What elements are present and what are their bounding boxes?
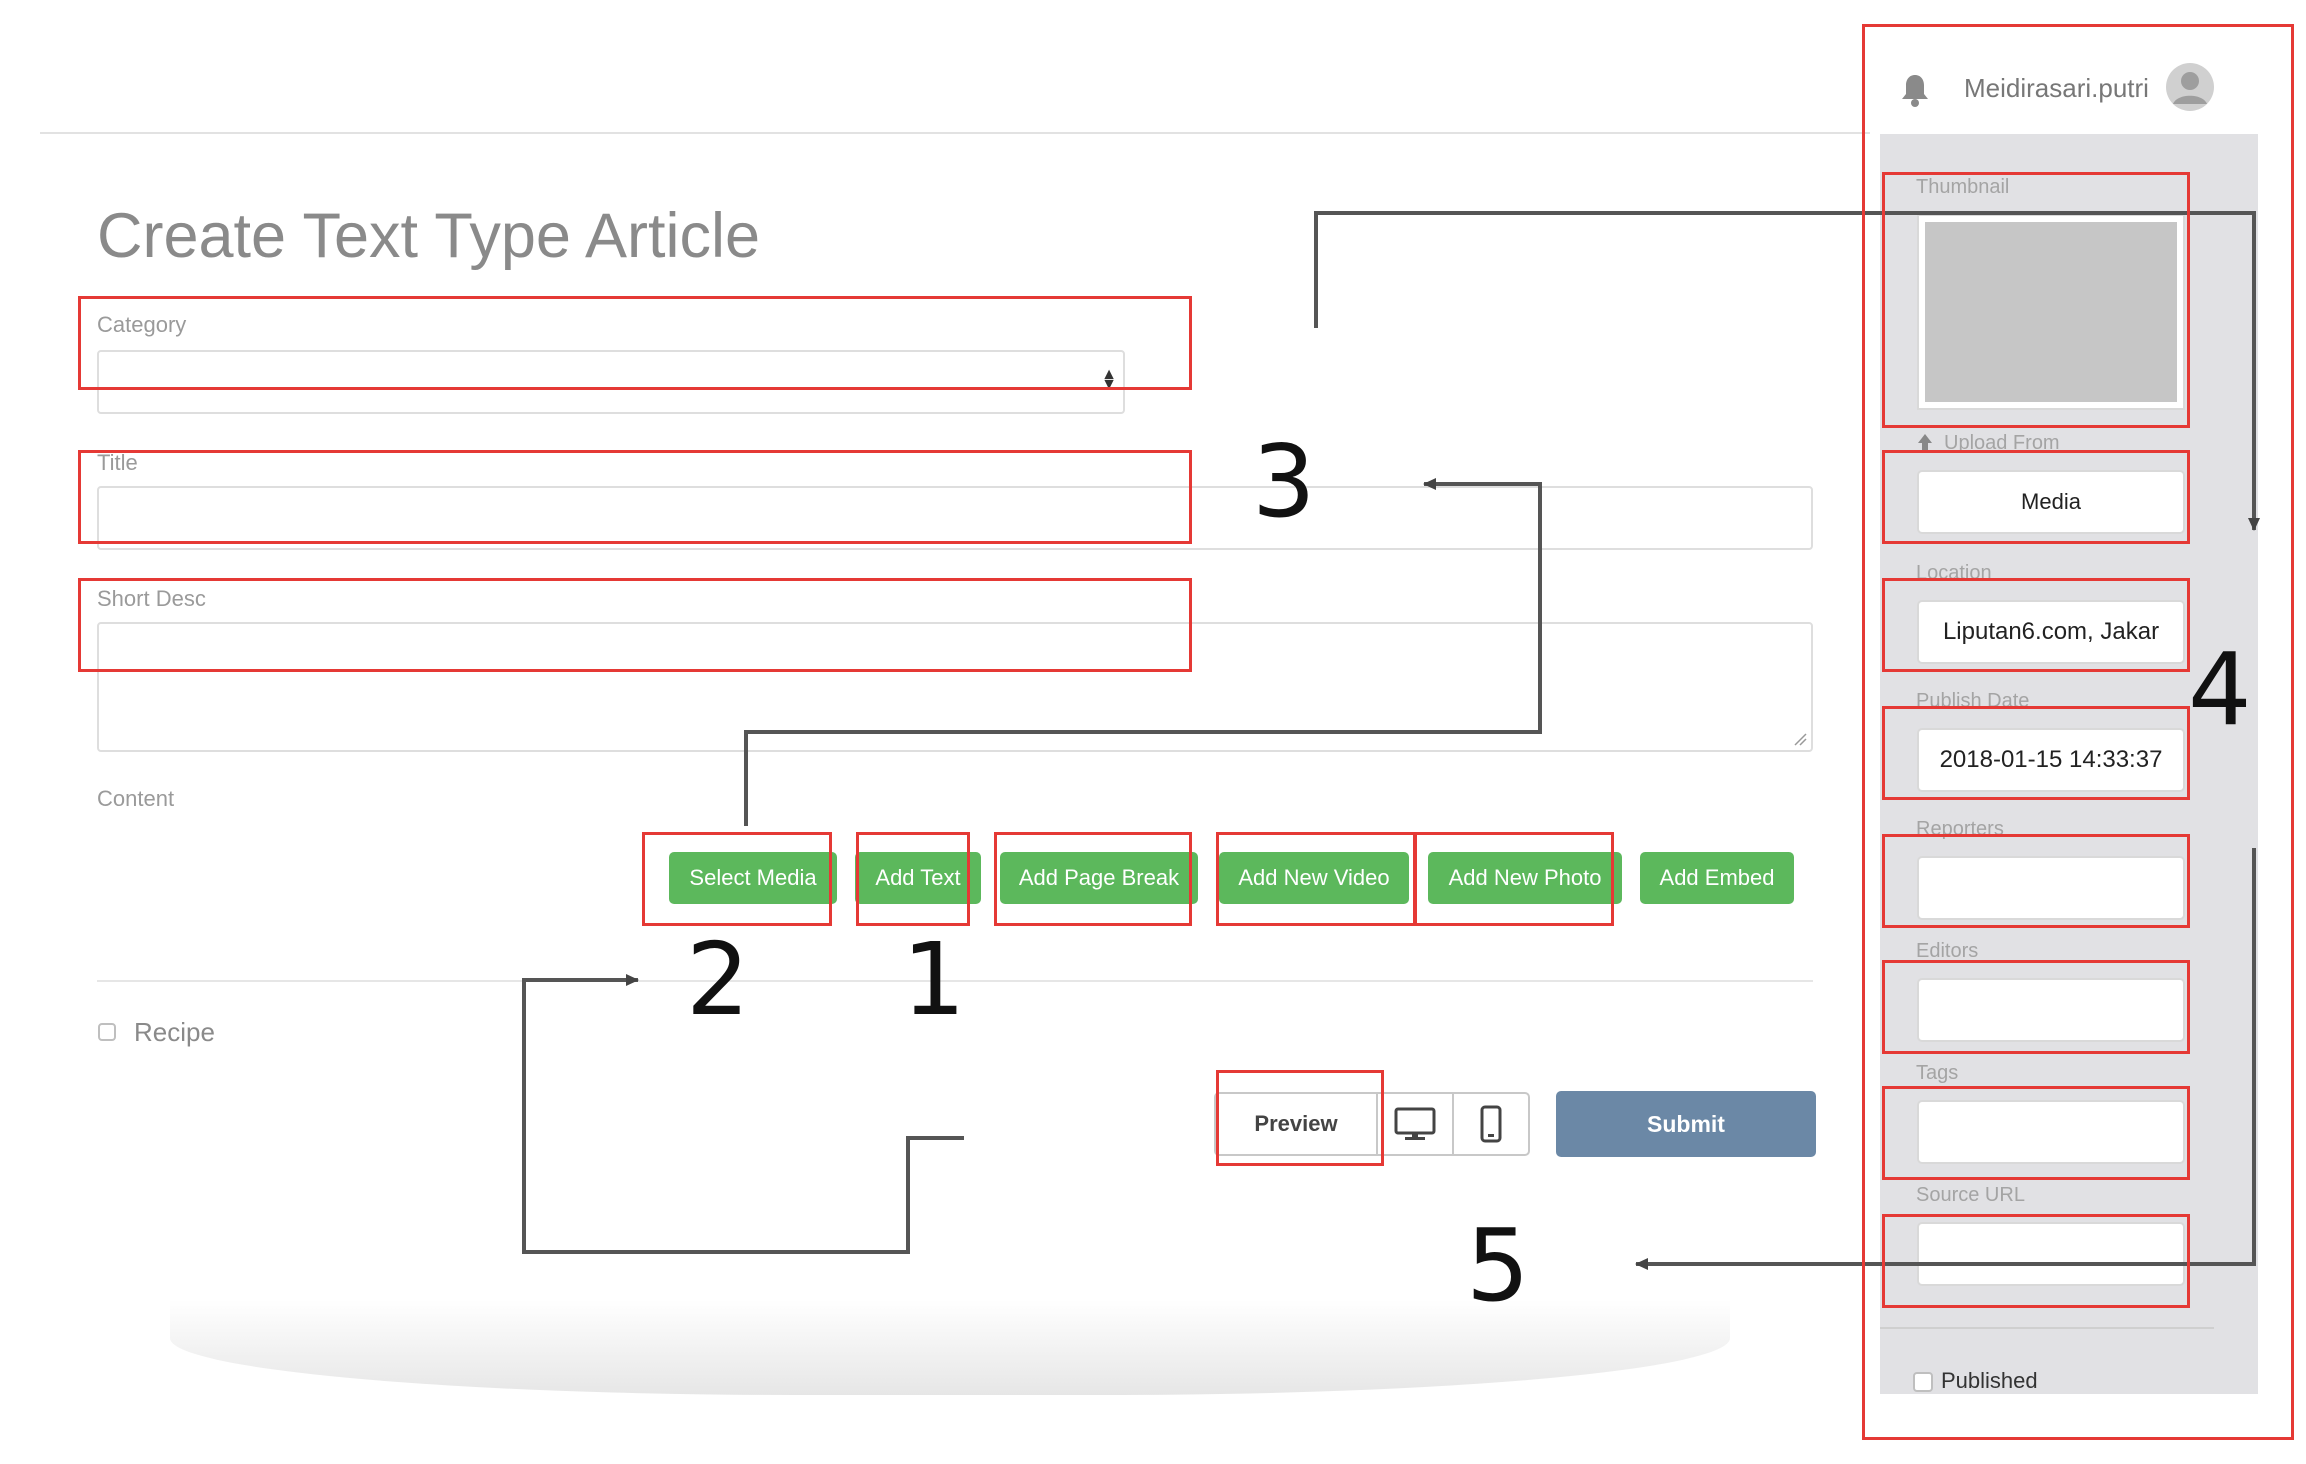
category-label: Category: [97, 312, 187, 337]
location-highlight: [1882, 578, 2190, 672]
annotation-number-2: 2: [686, 921, 750, 1038]
category-select[interactable]: ▲▼: [97, 350, 1125, 414]
location-input[interactable]: Liputan6.com, Jakar: [1917, 600, 2185, 664]
short-desc-highlight: [78, 578, 1192, 672]
add-new-photo-button[interactable]: Add New Photo: [1428, 852, 1622, 904]
preview-highlight: [1216, 1070, 1384, 1166]
content-label: Content: [97, 786, 175, 811]
reporters-highlight: [1882, 834, 2190, 928]
source-url-highlight: [1882, 1214, 2190, 1308]
monitor-icon[interactable]: [1378, 1094, 1452, 1154]
publish-date-input[interactable]: 2018-01-15 14:33:37: [1917, 728, 2185, 792]
username[interactable]: Meidirasari.putri: [1964, 73, 2149, 103]
annotation-number-5: 5: [1466, 1207, 1530, 1324]
upload-from-highlight: [1882, 450, 2190, 544]
recipe-checkbox[interactable]: [98, 1023, 116, 1041]
annotation-number-4: 4: [2188, 631, 2252, 748]
resize-handle-icon[interactable]: [1793, 732, 1807, 746]
recipe-label: Recipe: [134, 1017, 215, 1047]
page-title: Create Text Type Article: [97, 201, 761, 271]
preview-group: Preview: [1214, 1092, 1530, 1156]
add-new-video-highlight: [1216, 832, 1416, 926]
annotation-number-1: 1: [902, 921, 966, 1038]
annotation-number-3: 3: [1252, 423, 1316, 540]
phone-icon[interactable]: [1452, 1094, 1528, 1154]
sidebar-divider: [1880, 1327, 2214, 1329]
editors-highlight: [1882, 960, 2190, 1054]
category-highlight: [78, 296, 1192, 390]
preview-button[interactable]: Preview: [1216, 1094, 1378, 1154]
add-new-photo-highlight: [1414, 832, 1614, 926]
published-checkbox[interactable]: [1913, 1372, 1933, 1392]
add-embed-button[interactable]: Add Embed: [1640, 852, 1794, 904]
bell-icon[interactable]: [1900, 72, 1930, 108]
add-page-break-highlight: [994, 832, 1192, 926]
select-media-button[interactable]: Select Media: [669, 852, 837, 904]
add-text-button[interactable]: Add Text: [855, 852, 981, 904]
submit-button[interactable]: Submit: [1556, 1091, 1816, 1157]
title-label: Title: [97, 450, 138, 475]
sidebar-highlight: [1862, 24, 2294, 1440]
add-text-highlight: [856, 832, 970, 926]
thumbnail-label: Thumbnail: [1916, 176, 2010, 198]
header-divider: [40, 132, 1870, 134]
page-shadow: [170, 1300, 1730, 1395]
title-highlight: [78, 450, 1192, 544]
user-avatar-icon[interactable]: [2165, 62, 2215, 112]
publish-date-highlight: [1882, 706, 2190, 800]
select-media-highlight: [642, 832, 832, 926]
short-desc-label: Short Desc: [97, 586, 206, 611]
tags-highlight: [1882, 1086, 2190, 1180]
thumbnail-highlight: [1882, 172, 2190, 428]
add-new-video-button[interactable]: Add New Video: [1219, 852, 1409, 904]
published-label: Published: [1941, 1368, 2038, 1393]
add-page-break-button[interactable]: Add Page Break: [1000, 852, 1198, 904]
